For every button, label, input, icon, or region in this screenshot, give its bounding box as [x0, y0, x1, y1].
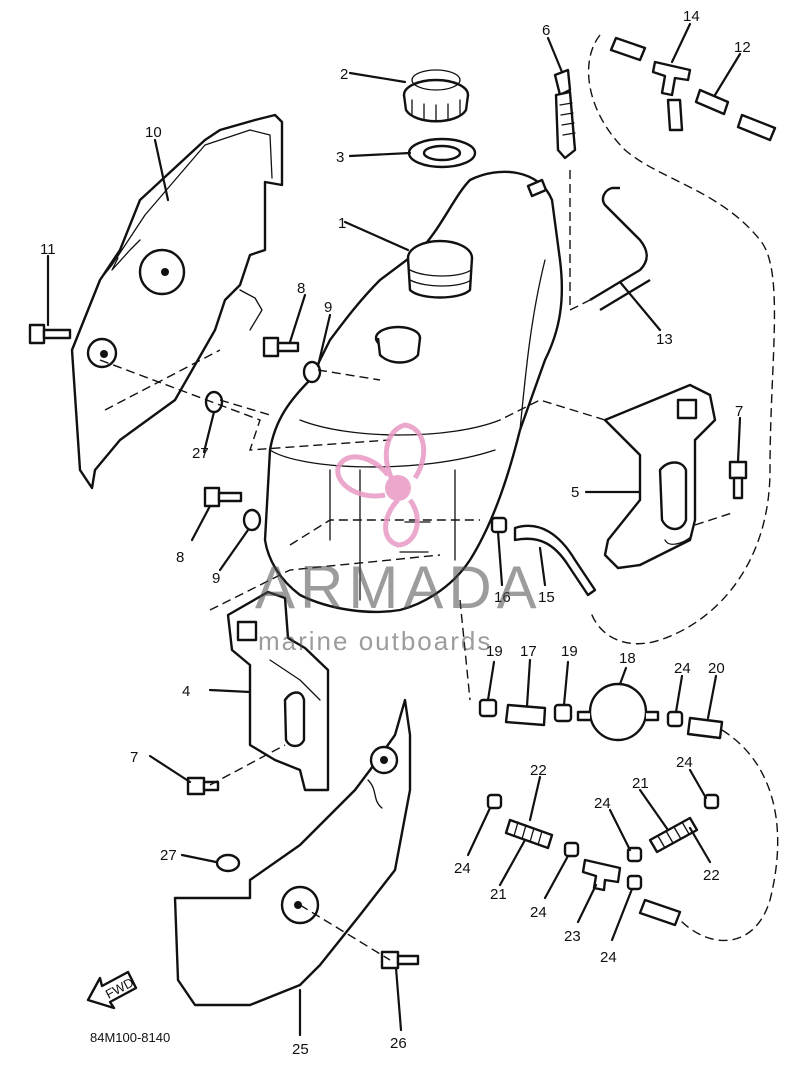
bolt-8-upper	[262, 336, 300, 358]
watermark: ARMADA marine outboards	[255, 422, 542, 656]
fuel-tank	[263, 170, 564, 614]
hose-24-lower	[638, 898, 682, 927]
part-label: 8	[176, 549, 184, 566]
hose-12a	[609, 36, 647, 62]
fuel-filter	[576, 682, 660, 742]
bolt-11	[28, 323, 72, 345]
washer-27-upper	[204, 390, 224, 414]
part-label: 22	[703, 867, 720, 884]
part-label: 14	[683, 8, 700, 25]
part-label: 9	[212, 570, 220, 587]
part-label: 24	[674, 660, 691, 677]
washer-9-upper	[302, 360, 322, 384]
part-label: 21	[632, 775, 649, 792]
part-label: 7	[130, 749, 138, 766]
part-label: 23	[564, 928, 581, 945]
front-bracket	[226, 590, 330, 792]
tie-strap	[553, 68, 577, 160]
joint-23	[581, 858, 622, 892]
part-label: 6	[542, 22, 550, 39]
hose-12b	[694, 88, 730, 116]
drawing-code: 84M100-8140	[90, 1030, 170, 1045]
part-label: 21	[490, 886, 507, 903]
rear-bracket	[603, 383, 717, 570]
upper-shield	[70, 113, 284, 490]
part-label: 10	[145, 124, 162, 141]
washer-27-lower	[215, 853, 241, 873]
washer-9-lower	[242, 508, 262, 532]
clip-19b	[553, 703, 573, 723]
part-label: 13	[656, 331, 673, 348]
clips-24	[486, 793, 720, 891]
watermark-tagline: marine outboards	[258, 626, 492, 656]
part-labels: 2 3 1 10 11 8 9 27 8 9 6 14 12 13 7 5 16…	[40, 8, 751, 1058]
part-label: 24	[454, 860, 471, 877]
propeller-logo	[335, 422, 427, 548]
part-label: 7	[735, 403, 743, 420]
filler-cap	[402, 69, 470, 123]
fwd-arrow-icon: FWD	[86, 970, 138, 1010]
part-label: 24	[530, 904, 547, 921]
bolt-7-right	[728, 460, 748, 500]
hose-20	[686, 716, 724, 740]
fuel-hose-14	[513, 524, 597, 597]
part-label: 26	[390, 1035, 407, 1052]
hose-17	[504, 703, 547, 727]
part-label: 24	[600, 949, 617, 966]
part-label: 2	[340, 66, 348, 83]
part-label: 25	[292, 1041, 309, 1058]
part-label: 9	[324, 299, 332, 316]
bellows-22-left	[504, 818, 554, 850]
part-label: 22	[530, 762, 547, 779]
hose-12d	[666, 98, 684, 132]
bolt-26	[380, 950, 420, 970]
watermark-brand: ARMADA	[255, 554, 542, 621]
vent-hose	[589, 186, 651, 312]
bolt-7-left	[186, 776, 220, 796]
clip-24-right	[666, 710, 684, 728]
part-label: 19	[561, 643, 578, 660]
part-label: 18	[619, 650, 636, 667]
part-label: 4	[182, 683, 190, 700]
part-label: 19	[486, 643, 503, 660]
cap-gasket	[407, 137, 477, 169]
part-label: 20	[708, 660, 725, 677]
bolt-8-lower	[203, 486, 243, 508]
part-label: 1	[338, 215, 346, 232]
assembly-lines	[99, 34, 779, 961]
part-label: 11	[40, 241, 56, 258]
part-label: 27	[192, 445, 209, 462]
hose-12c	[736, 113, 777, 142]
part-label: 24	[594, 795, 611, 812]
clip-19a	[478, 698, 498, 718]
part-label: 16	[494, 589, 511, 606]
part-label: 27	[160, 847, 177, 864]
bellows-22-right	[648, 816, 699, 854]
part-label: 15	[538, 589, 555, 606]
part-label: 24	[676, 754, 693, 771]
part-label: 12	[734, 39, 751, 56]
clip-15	[490, 516, 508, 534]
part-label: 5	[571, 484, 579, 501]
part-label: 8	[297, 280, 305, 297]
tee-fitting	[651, 60, 692, 97]
leader-lines	[46, 22, 742, 1037]
part-label: 17	[520, 643, 537, 660]
part-label: 3	[336, 149, 344, 166]
